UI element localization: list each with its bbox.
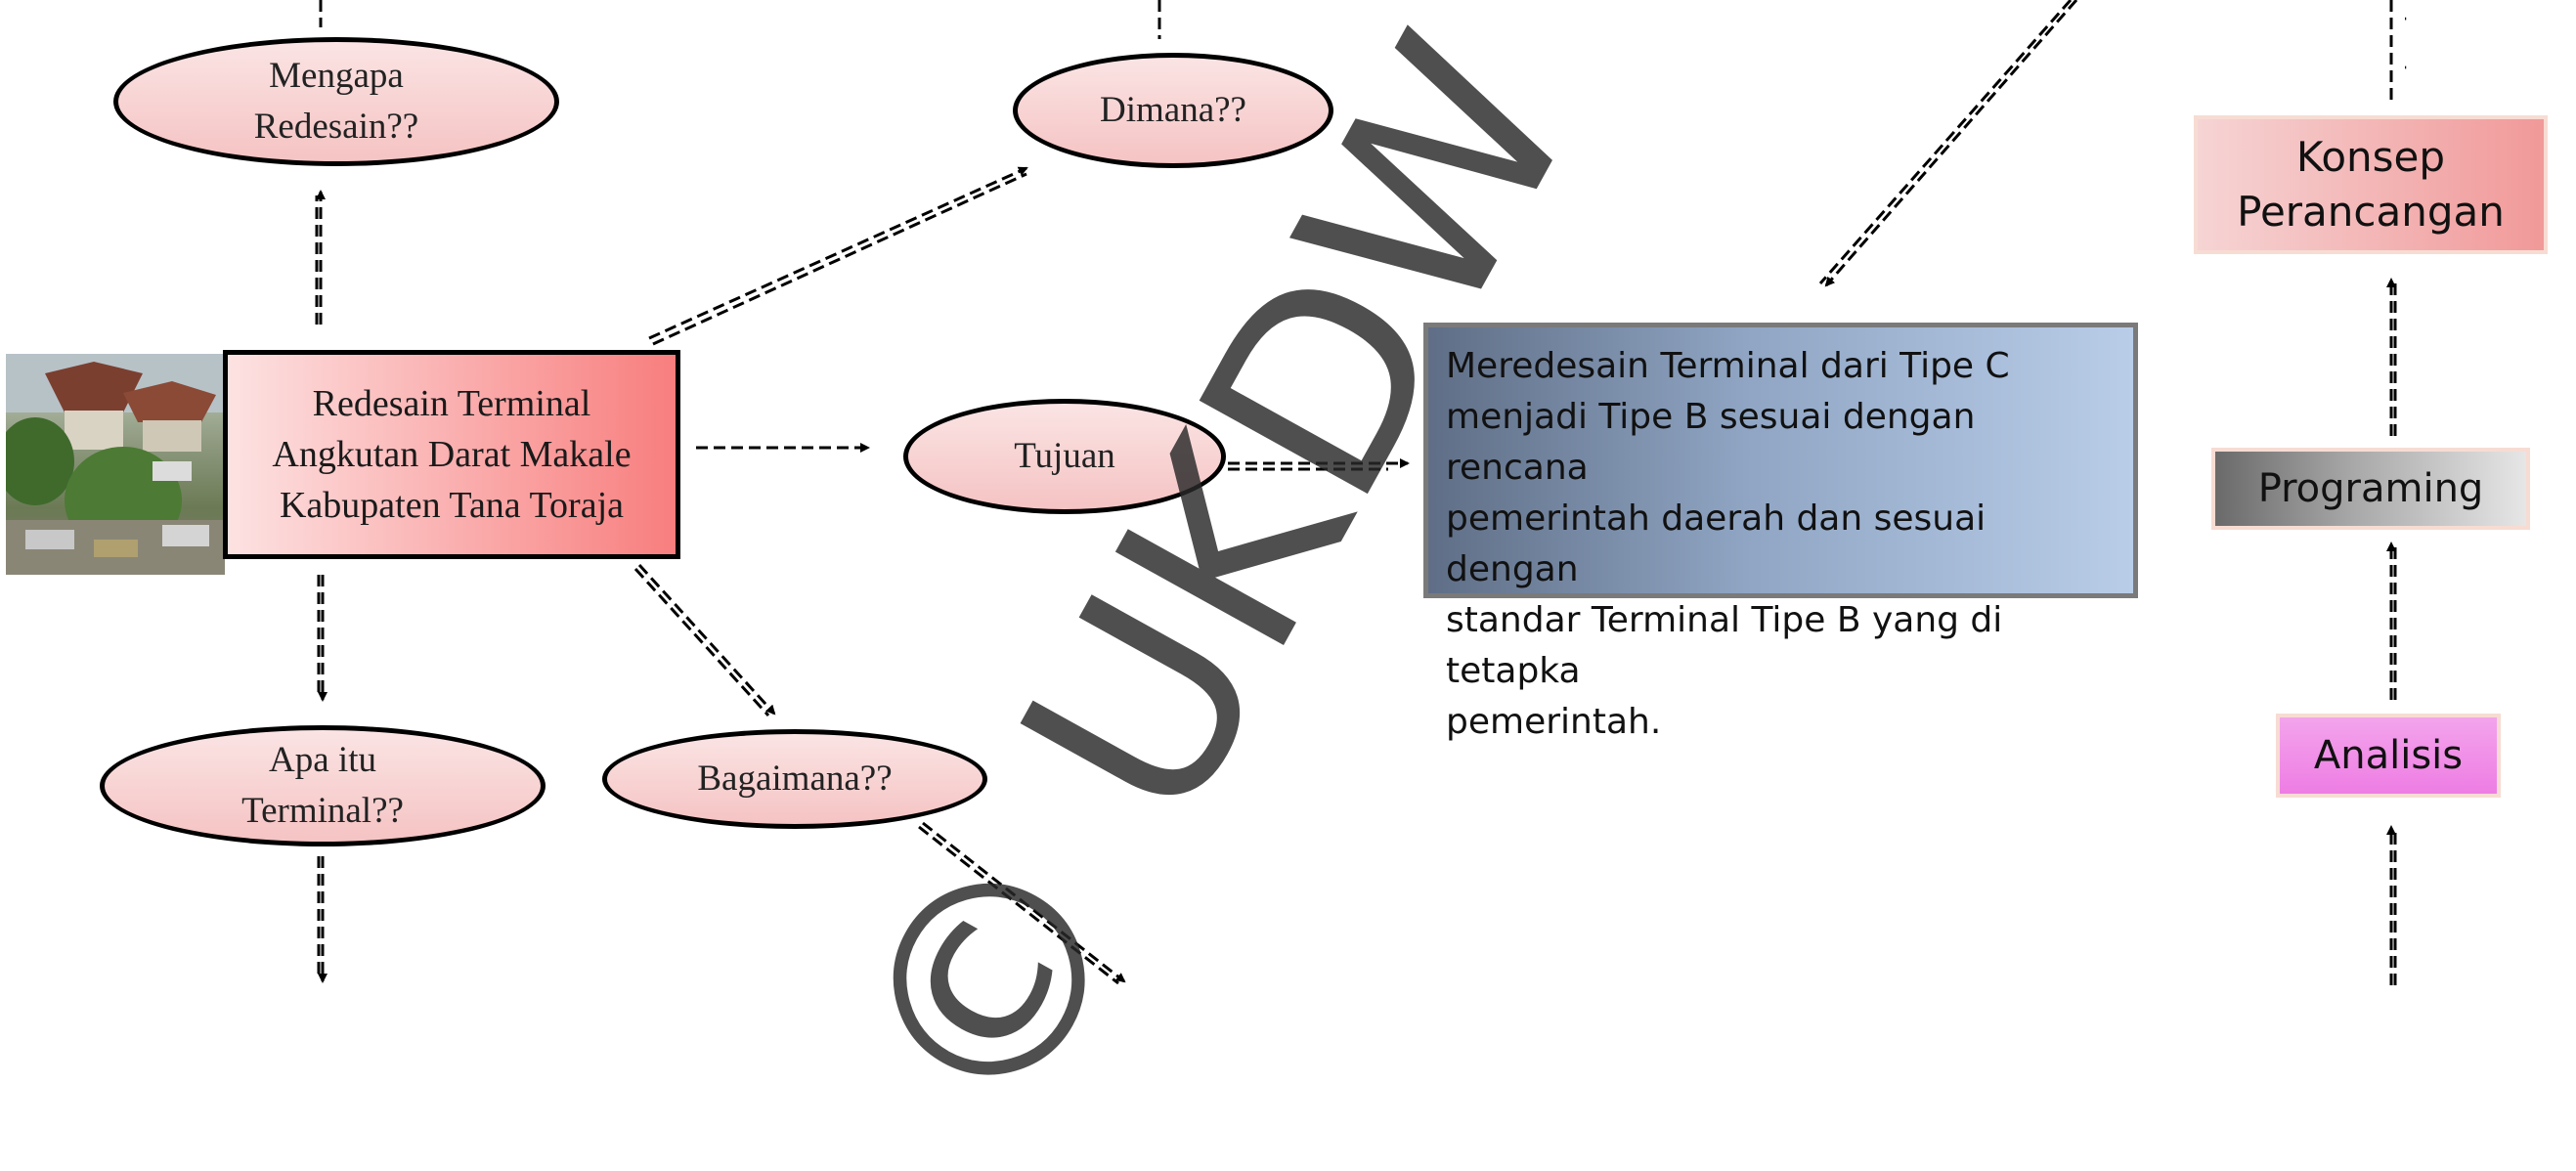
connector-top-to-desc <box>1824 0 2078 287</box>
dimana-ellipse: Dimana?? <box>1013 53 1333 168</box>
terminal-photo <box>6 354 225 575</box>
connector-main-to-bagaimana <box>637 563 776 716</box>
tujuan-description-box: Meredesain Terminal dari Tipe C menjadi … <box>1423 323 2138 742</box>
desc-line3: pemerintah daerah dan sesuai dengan <box>1446 499 1987 589</box>
main-topic-line3: Kabupaten Tana Toraja <box>279 485 624 526</box>
desc-line4: standar Terminal Tipe B yang di tetapka <box>1446 600 2003 691</box>
bagaimana-ellipse: Bagaimana?? <box>602 729 987 829</box>
output-label: utput <box>2405 0 2444 88</box>
tujuan-line1: Tujuan <box>1014 436 1115 476</box>
konsep-line1: Konsep <box>2295 133 2446 181</box>
mengapa-line2: Redesain?? <box>253 107 419 147</box>
connector-layer <box>315 0 2397 985</box>
output-label-text: utput <box>2405 0 2412 75</box>
connector-bagaimana-down <box>922 821 1126 983</box>
desc-line2: menjadi Tipe B sesuai dengan rencana <box>1446 397 1976 488</box>
terminal-photo-image <box>6 354 225 575</box>
dimana-line1: Dimana?? <box>1100 90 1246 130</box>
bagaimana-line1: Bagaimana?? <box>697 759 893 799</box>
tujuan-ellipse: Tujuan <box>903 399 1226 514</box>
analisis-label: Analisis <box>2313 733 2464 778</box>
mengapa-ellipse: Mengapa Redesain?? <box>113 37 559 166</box>
apa-itu-line2: Terminal?? <box>241 791 404 831</box>
desc-line1: Meredesain Terminal dari Tipe C <box>1446 346 2010 386</box>
konsep-perancangan-box: Konsep Perancangan <box>2194 115 2548 254</box>
konsep-line2: Perancangan <box>2237 188 2505 236</box>
programing-label: Programing <box>2257 466 2484 511</box>
programing-box: Programing <box>2211 448 2530 530</box>
analisis-box: Analisis <box>2276 714 2501 798</box>
apa-itu-line1: Apa itu <box>269 740 376 780</box>
main-topic-line1: Redesain Terminal <box>312 383 591 424</box>
apa-itu-ellipse: Apa itu Terminal?? <box>100 725 546 846</box>
main-topic-box: Redesain Terminal Angkutan Darat Makale … <box>223 350 680 559</box>
connector-main-to-dimana <box>648 166 1028 340</box>
mengapa-line1: Mengapa <box>269 56 404 96</box>
desc-line5: pemerintah. <box>1446 702 1662 742</box>
main-topic-line2: Angkutan Darat Makale <box>272 434 632 475</box>
